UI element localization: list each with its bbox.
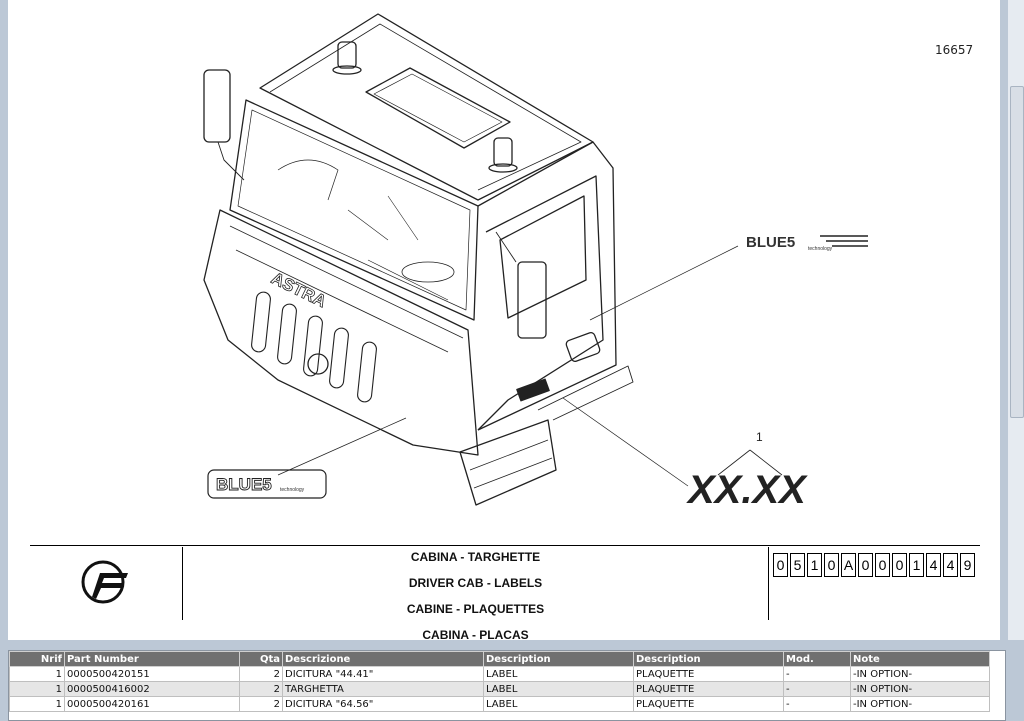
code-digit: 0	[875, 553, 890, 577]
code-digit: A	[841, 553, 856, 577]
label-sample-text: XX.XX	[686, 468, 808, 512]
cell-qty: 2	[239, 696, 283, 712]
brand-lettering: ASTRA	[268, 269, 329, 312]
code-digit: 4	[943, 553, 958, 577]
title-spanish: CABINA - PLACAS	[422, 628, 529, 640]
column-header-mod[interactable]: Mod.	[783, 651, 851, 667]
drawing-code: 0 5 1 0 A 0 0 0 1 4 4 9	[773, 553, 977, 577]
column-header-part-number[interactable]: Part Number	[64, 651, 240, 667]
cell-description-en: LABEL	[483, 666, 634, 682]
cell-description-fr: PLAQUETTE	[633, 666, 784, 682]
cell-part-number: 0000500416002	[64, 681, 240, 697]
column-header-description-en[interactable]: Description	[483, 651, 634, 667]
code-digit: 1	[909, 553, 924, 577]
column-header-nrif[interactable]: Nrif	[9, 651, 65, 667]
door-window	[499, 195, 587, 319]
parts-list-panel: Nrif Part Number Qta Descrizione Descrip…	[8, 650, 1006, 721]
cell-mod: -	[783, 666, 851, 682]
table-row[interactable]: 1 0000500420151 2 DICITURA "44.41" LABEL…	[9, 666, 990, 682]
cab-front	[203, 209, 479, 456]
cell-mod: -	[783, 681, 851, 697]
cab-roof	[259, 13, 594, 201]
cell-note: -IN OPTION-	[850, 666, 990, 682]
parts-table: Nrif Part Number Qta Descrizione Descrip…	[9, 651, 990, 712]
mirror-right	[517, 261, 547, 339]
manufacturer-logo-icon	[81, 560, 128, 604]
cab-side	[477, 141, 617, 431]
windshield	[229, 99, 479, 321]
title-block-divider	[768, 547, 769, 620]
table-header-row: Nrif Part Number Qta Descrizione Descrip…	[9, 651, 990, 667]
cell-nrif: 1	[9, 666, 65, 682]
code-digit: 1	[807, 553, 822, 577]
cell-qty: 2	[239, 666, 283, 682]
title-block-divider	[182, 547, 183, 620]
front-emblem	[307, 353, 329, 375]
cell-part-number: 0000500420161	[64, 696, 240, 712]
callout-arrow	[717, 449, 783, 476]
cell-part-number: 0000500420151	[64, 666, 240, 682]
cell-note: -IN OPTION-	[850, 681, 990, 697]
scrollbar-thumb[interactable]	[1010, 86, 1024, 418]
grille	[251, 291, 377, 403]
sheet-number: 16657	[935, 43, 974, 57]
badge-left-text: BLUE5	[216, 475, 272, 494]
title-italian: CABINA - TARGHETTE	[410, 550, 541, 564]
cab-exploded-drawing: ASTRA	[203, 13, 868, 512]
badge-right	[820, 235, 868, 247]
mirror-left	[203, 69, 231, 143]
roof-beacon-left	[332, 41, 362, 75]
code-digit: 0	[824, 553, 839, 577]
code-digit: 9	[960, 553, 975, 577]
cell-descrizione: DICITURA "64.56"	[282, 696, 484, 712]
cell-descrizione: DICITURA "44.41"	[282, 666, 484, 682]
cell-note: -IN OPTION-	[850, 696, 990, 712]
badge-right-text: BLUE5	[746, 234, 795, 251]
column-header-note[interactable]: Note	[850, 651, 990, 667]
leader-line-label	[562, 397, 689, 487]
code-digit: 0	[858, 553, 873, 577]
title-english: DRIVER CAB - LABELS	[408, 576, 543, 590]
cell-description-fr: PLAQUETTE	[633, 696, 784, 712]
badge-right-subtext: technology	[808, 246, 833, 252]
title-block-border	[30, 545, 980, 546]
leader-line-badge-right	[589, 245, 739, 321]
badge-left-subtext: technology	[280, 487, 305, 493]
cell-nrif: 1	[9, 696, 65, 712]
drawing-viewer[interactable]: ASTRA	[8, 0, 1000, 640]
title-block: CABINA - TARGHETTE DRIVER CAB - LABELS C…	[30, 545, 980, 640]
code-digit: 0	[773, 553, 788, 577]
cell-descrizione: TARGHETTA	[282, 681, 484, 697]
column-header-description-fr[interactable]: Description	[633, 651, 784, 667]
code-digit: 5	[790, 553, 805, 577]
badge-left-frame	[207, 469, 327, 499]
cell-description-en: LABEL	[483, 696, 634, 712]
table-row[interactable]: 1 0000500416002 2 TARGHETTA LABEL PLAQUE…	[9, 681, 990, 697]
table-row[interactable]: 1 0000500420161 2 DICITURA "64.56" LABEL…	[9, 696, 990, 712]
cab-steps	[459, 419, 557, 506]
leader-line-badge-left	[277, 417, 407, 476]
cell-nrif: 1	[9, 681, 65, 697]
door-handle	[565, 332, 601, 362]
cell-description-fr: PLAQUETTE	[633, 681, 784, 697]
sunroof	[365, 67, 511, 149]
code-digit: 4	[926, 553, 941, 577]
cell-mod: -	[783, 696, 851, 712]
callout-number: 1	[756, 430, 763, 444]
cab-door	[477, 175, 604, 431]
code-digit: 0	[892, 553, 907, 577]
title-french: CABINE - PLAQUETTES	[406, 602, 545, 616]
cell-qty: 2	[239, 681, 283, 697]
column-header-descrizione[interactable]: Descrizione	[282, 651, 484, 667]
column-header-qty[interactable]: Qta	[239, 651, 283, 667]
cell-description-en: LABEL	[483, 681, 634, 697]
roof-beacon-right	[488, 137, 518, 173]
